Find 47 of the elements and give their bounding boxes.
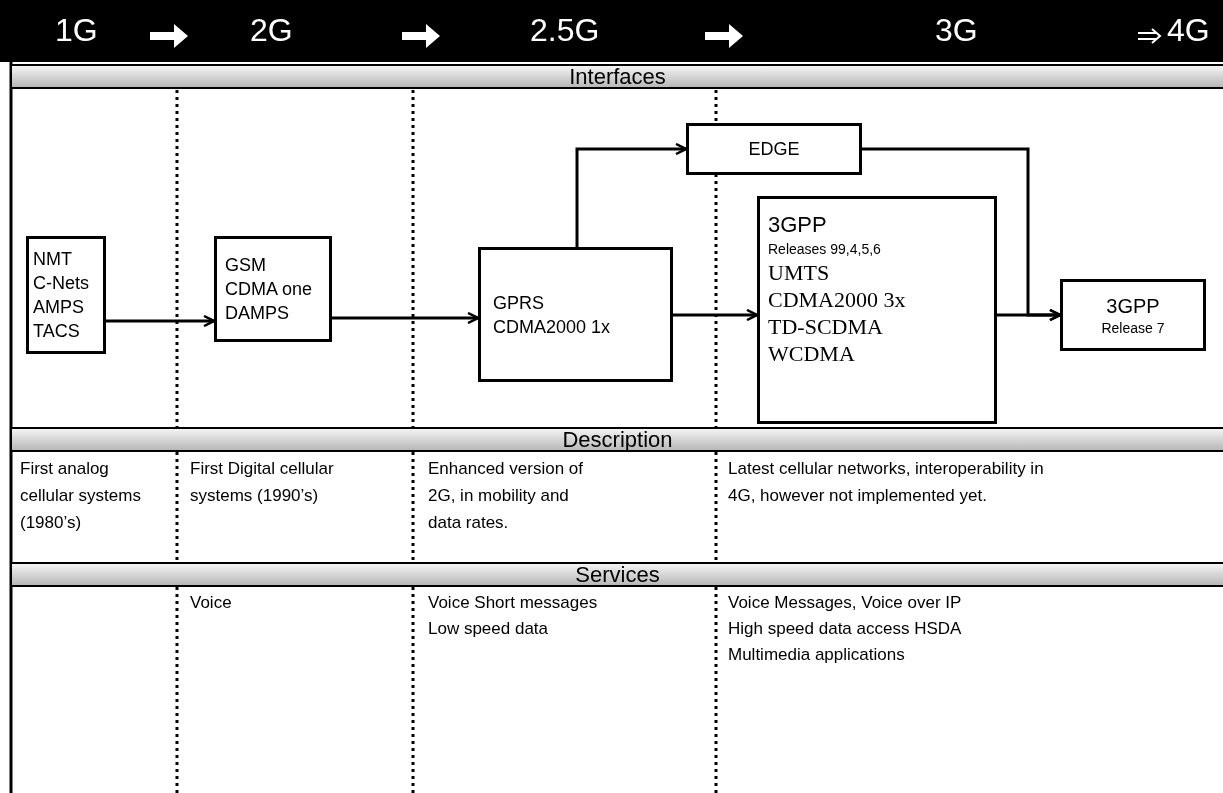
service-text: Low speed data	[428, 618, 549, 640]
description-text: Latest cellular networks, interoperability in 4G, however not implemented yet.	[728, 458, 1045, 507]
box-text: C-Nets	[33, 272, 89, 295]
box-text: 3GPP	[768, 211, 827, 239]
arrow	[332, 311, 480, 325]
arrow	[862, 147, 1062, 322]
section-header-band: Description	[12, 427, 1223, 452]
generation-label: 4G	[1167, 12, 1210, 48]
arrow	[575, 142, 688, 247]
process-box	[26, 236, 106, 354]
box-text: GPRS	[493, 291, 544, 315]
process-box	[478, 247, 673, 382]
box-text: EDGE	[748, 138, 800, 161]
box-text: Releases 99,4,5,6	[768, 240, 881, 259]
service-text: Voice Messages, Voice over IP	[728, 592, 962, 614]
box-text: UMTS	[768, 259, 830, 286]
service-text: Voice Short messages	[428, 592, 598, 614]
box-text: Release 7	[1101, 319, 1165, 337]
description-text: First Digital cellular systems (1990’s)	[190, 458, 335, 507]
process-box	[757, 196, 997, 424]
box-text: CDMA one	[225, 278, 313, 301]
box-text: DAMPS	[225, 302, 289, 325]
box-text: TD-SCDMA	[768, 313, 883, 340]
process-box	[686, 123, 862, 175]
process-box	[1060, 279, 1206, 351]
service-text: Voice	[190, 592, 232, 614]
box-text: GSM	[225, 254, 266, 277]
generation-label: 2G	[250, 12, 293, 48]
generation-label: 2.5G	[530, 12, 600, 48]
box-text: CDMA2000 3x	[768, 286, 906, 313]
section-header-band: Interfaces	[12, 64, 1223, 89]
description-text: Enhanced version of 2G, in mobility and data rates.	[428, 458, 584, 534]
section-header-band: Services	[12, 562, 1223, 587]
arrow	[106, 314, 216, 328]
box-text: 3GPP	[1106, 294, 1160, 319]
service-text: High speed data access HSDA	[728, 618, 962, 640]
box-text: WCDMA	[768, 340, 855, 367]
box-text: TACS	[33, 320, 80, 343]
box-text: NMT	[33, 248, 72, 271]
service-text: Multimedia applications	[728, 644, 905, 666]
box-text: AMPS	[33, 296, 84, 319]
box-text: CDMA2000 1x	[493, 315, 611, 339]
description-text: First analog cellular systems (1980’s)	[20, 458, 142, 534]
process-box	[214, 236, 332, 342]
generation-label: 1G	[55, 12, 98, 48]
arrow	[673, 308, 759, 322]
generation-label: 3G	[935, 12, 978, 48]
